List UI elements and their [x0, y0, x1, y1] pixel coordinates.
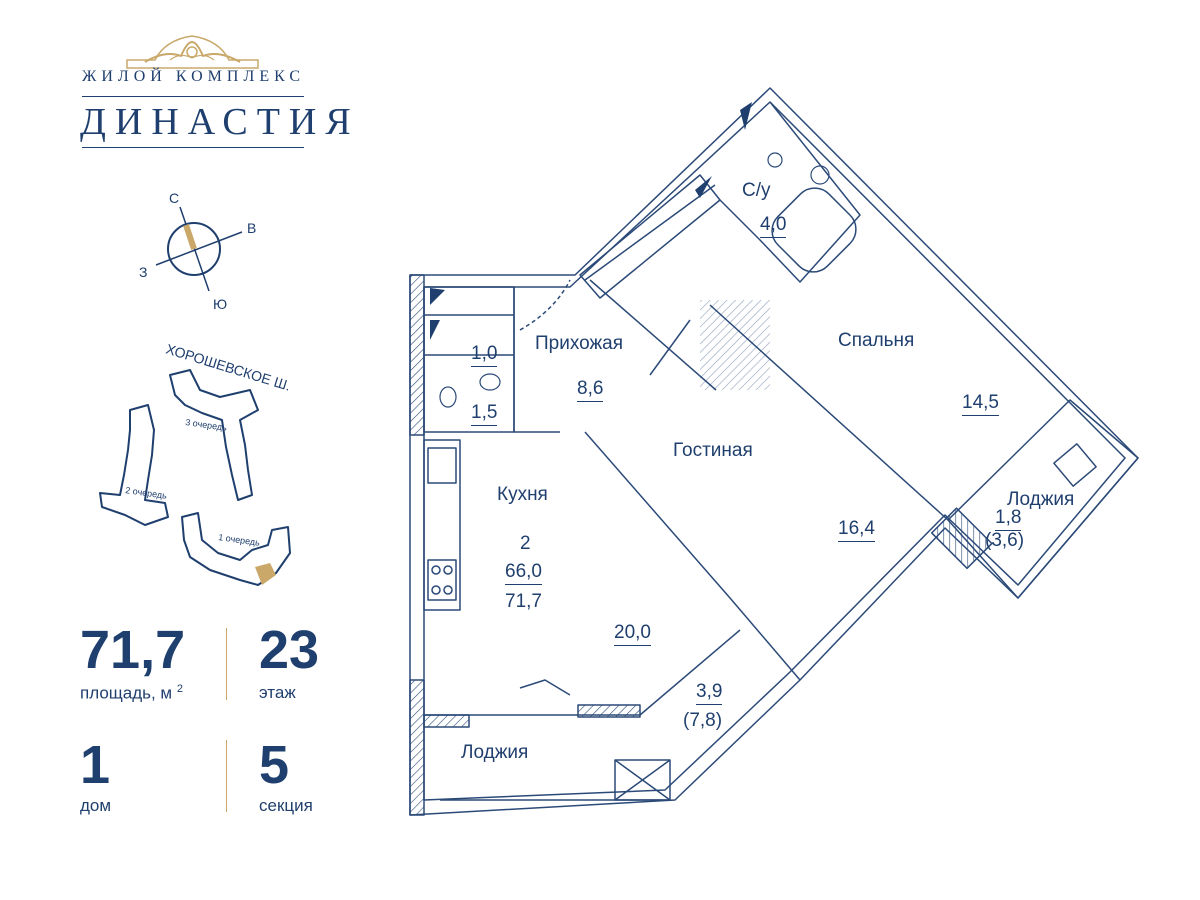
area-value: 71,7 — [80, 620, 186, 680]
left-wall-hatch — [409, 274, 425, 436]
selected-building-marker — [255, 563, 276, 585]
living-area-total: 66,0 — [505, 561, 542, 585]
total-area: 71,7 — [505, 591, 542, 612]
kitchen-counter — [423, 439, 461, 611]
compass-icon: С В Ю З — [139, 190, 256, 312]
loggia-right-name: Лоджия — [1007, 489, 1075, 510]
bedroom-name: Спальня — [838, 330, 915, 351]
outer-wall — [409, 87, 1139, 816]
loggia-bottom-area-full: (7,8) — [683, 710, 723, 731]
loggia-bottom-name: Лоджия — [461, 742, 529, 763]
wc-block — [423, 286, 515, 433]
section-value: 5 — [259, 735, 290, 795]
site-plan-map: ХОРОШЕВСКОЕ Ш. 3 очередь 2 очередь 1 оче… — [99, 341, 293, 586]
wc-bottom-area: 1,5 — [471, 402, 498, 426]
brand-subtitle: ЖИЛОЙ КОМПЛЕКС — [82, 68, 306, 85]
bathroom-area: 4,0 — [760, 214, 787, 238]
wc-top-area: 1,0 — [471, 343, 498, 367]
bedroom-area: 14,5 — [962, 392, 999, 416]
compass-south: Ю — [213, 296, 227, 312]
section-label: секция — [259, 796, 313, 815]
kitchen-name: Кухня — [497, 484, 548, 505]
bottom-loggia — [424, 629, 741, 716]
floor-label: этаж — [259, 683, 296, 702]
building-label: дом — [80, 796, 112, 815]
compass-west: З — [139, 264, 147, 280]
rooms-count: 2 — [520, 533, 531, 554]
area-unit-superscript: 2 — [176, 683, 183, 695]
loggia-right-area-full: (3,6) — [985, 530, 1025, 551]
living-area: 16,4 — [838, 518, 875, 542]
stats-divider-2 — [226, 740, 227, 812]
hall-area: 8,6 — [577, 378, 604, 402]
loggia-bottom-area: 3,9 — [696, 681, 723, 705]
loggia-right-area: 1,8 — [995, 507, 1022, 531]
kitchen-area: 20,0 — [614, 622, 651, 646]
bathroom-walls — [719, 101, 861, 283]
floor-value: 23 — [259, 620, 320, 680]
outer-wall-inner — [423, 101, 1126, 801]
brand-title: ДИНАСТИЯ — [80, 101, 360, 143]
compass-north: С — [169, 190, 179, 206]
logo-crown-icon — [126, 35, 259, 69]
area-label: площадь, м 2 — [80, 683, 183, 703]
compass-east: В — [247, 220, 256, 236]
building-value: 1 — [80, 735, 111, 795]
hall-name: Прихожая — [535, 333, 624, 354]
bathroom-name: С/у — [742, 180, 771, 201]
brand-divider-top — [82, 96, 304, 97]
stats-divider-1 — [226, 628, 227, 700]
living-name: Гостиная — [673, 440, 753, 461]
brand-divider-bottom — [82, 147, 304, 148]
right-loggia — [947, 399, 1139, 599]
